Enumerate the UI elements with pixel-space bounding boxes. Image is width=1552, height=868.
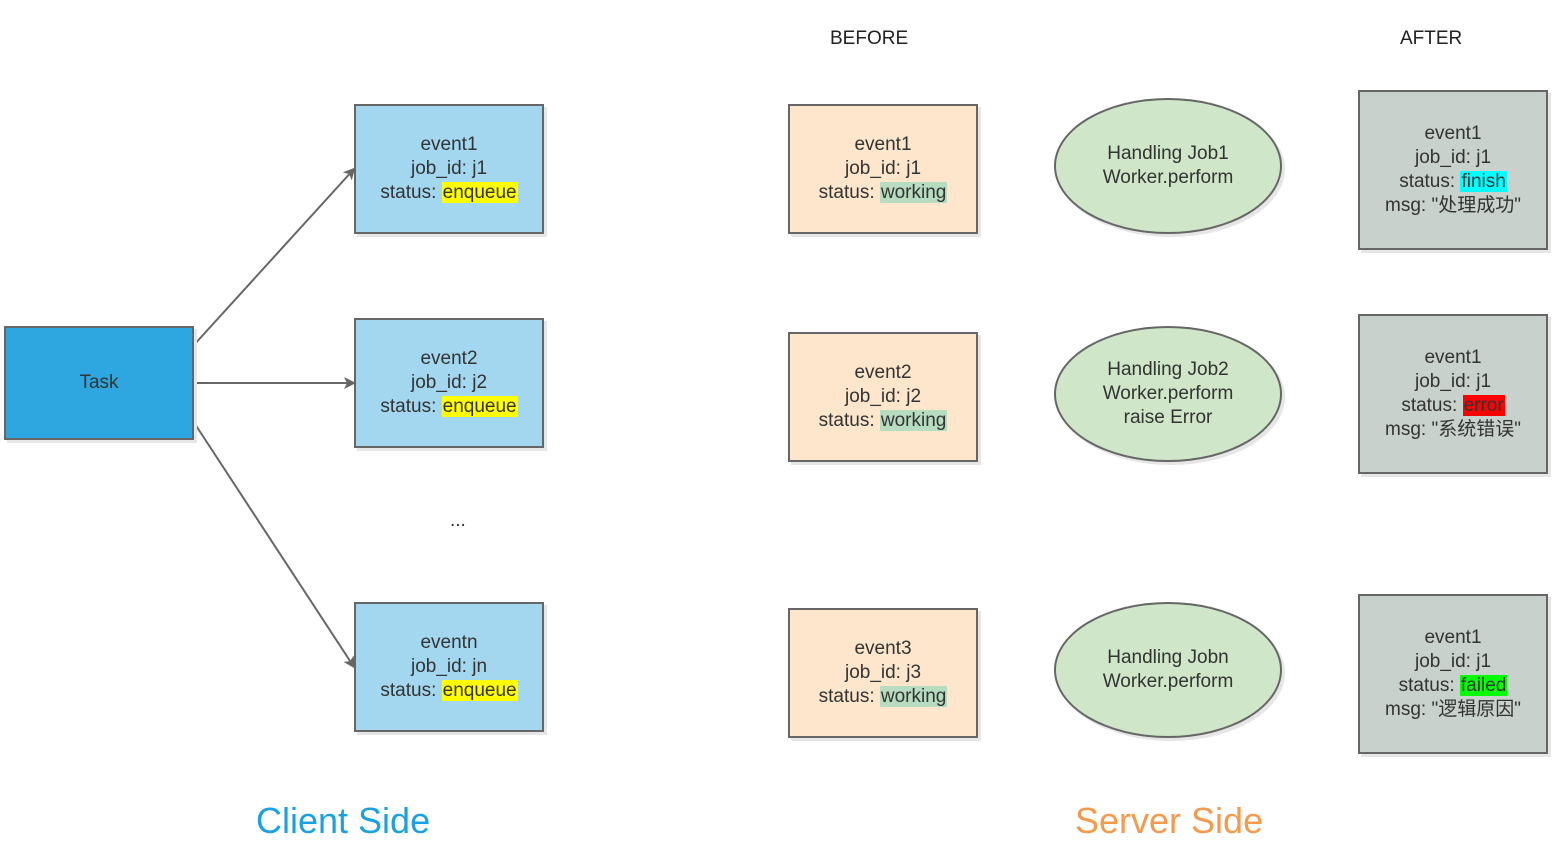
worker-line: Handling Jobn (1107, 647, 1229, 668)
worker-line: raise Error (1123, 407, 1213, 428)
status-label: status: (818, 410, 880, 431)
server-side-label: Server Side (1075, 800, 1264, 841)
event-status-line: status: working (819, 409, 948, 433)
task-label: Task (79, 372, 119, 393)
status-label: status: (380, 182, 442, 203)
worker-node[interactable]: Handling Job1 Worker.perform (1054, 98, 1282, 234)
arrow-task-to-eventn (192, 420, 356, 669)
status-badge: failed (1459, 675, 1508, 696)
worker-node[interactable]: Handling Jobn Worker.perform (1054, 602, 1282, 738)
event-job-id: job_id: j1 (410, 158, 488, 179)
client-event-node[interactable]: event2 job_id: j2 status: enqueue (354, 318, 544, 448)
event-name: event1 (854, 134, 912, 155)
client-event-node[interactable]: eventn job_id: jn status: enqueue (354, 602, 544, 732)
status-label: status: (818, 182, 880, 203)
status-badge: enqueue (441, 396, 518, 417)
before-event-node[interactable]: event1 job_id: j1 status: working (788, 104, 978, 234)
event-msg: msg: "逻辑原因" (1385, 699, 1521, 720)
event-name: event3 (854, 638, 912, 659)
status-label: status: (380, 680, 442, 701)
event-msg: msg: "系统错误" (1385, 419, 1521, 440)
event-job-id: job_id: j3 (844, 662, 922, 683)
status-label: status: (818, 686, 880, 707)
after-event-node[interactable]: event1 job_id: j1 status: finish msg: "处… (1358, 90, 1548, 250)
event-status-line: status: enqueue (380, 679, 518, 703)
event-job-id: job_id: j2 (410, 372, 488, 393)
status-badge: error (1462, 395, 1505, 416)
after-event-node[interactable]: event1 job_id: j1 status: error msg: "系统… (1358, 314, 1548, 474)
event-name: eventn (420, 632, 478, 653)
event-status-line: status: finish (1399, 170, 1507, 194)
worker-line: Handling Job2 (1107, 359, 1229, 380)
worker-line: Worker.perform (1102, 383, 1234, 404)
worker-line: Worker.perform (1102, 671, 1234, 692)
status-label: status: (1398, 675, 1460, 696)
event-job-id: job_id: j1 (1414, 147, 1492, 168)
client-side-label: Client Side (256, 800, 431, 841)
after-header: AFTER (1400, 28, 1463, 49)
status-label: status: (1401, 395, 1463, 416)
event-msg: msg: "处理成功" (1385, 195, 1521, 216)
event-job-id: job_id: j1 (844, 158, 922, 179)
status-badge: enqueue (441, 182, 518, 203)
before-header: BEFORE (830, 28, 909, 49)
event-status-line: status: enqueue (380, 395, 518, 419)
ellipsis-text: ... (450, 510, 466, 531)
after-event-node[interactable]: event1 job_id: j1 status: failed msg: "逻… (1358, 594, 1548, 754)
event-status-line: status: working (819, 685, 948, 709)
event-status-line: status: enqueue (380, 181, 518, 205)
event-name: event2 (854, 362, 912, 383)
status-label: status: (1399, 171, 1461, 192)
task-node[interactable]: Task (4, 326, 194, 440)
status-badge: working (879, 182, 948, 203)
client-event-node[interactable]: event1 job_id: j1 status: enqueue (354, 104, 544, 234)
event-name: event2 (420, 348, 478, 369)
status-label: status: (380, 396, 442, 417)
event-status-line: status: failed (1399, 674, 1508, 698)
event-status-line: status: working (819, 181, 948, 205)
arrow-task-to-event1 (192, 167, 356, 347)
event-name: event1 (1424, 347, 1482, 368)
event-job-id: job_id: j1 (1414, 651, 1492, 672)
worker-node[interactable]: Handling Job2 Worker.perform raise Error (1054, 326, 1282, 462)
before-event-node[interactable]: event3 job_id: j3 status: working (788, 608, 978, 738)
worker-line: Handling Job1 (1107, 143, 1229, 164)
status-badge: working (879, 410, 948, 431)
event-name: event1 (1424, 627, 1482, 648)
status-badge: enqueue (441, 680, 518, 701)
before-event-node[interactable]: event2 job_id: j2 status: working (788, 332, 978, 462)
status-badge: working (879, 686, 948, 707)
event-status-line: status: error (1401, 394, 1505, 418)
event-job-id: job_id: j2 (844, 386, 922, 407)
event-name: event1 (420, 134, 478, 155)
worker-line: Worker.perform (1102, 167, 1234, 188)
status-badge: finish (1460, 171, 1507, 192)
event-name: event1 (1424, 123, 1482, 144)
event-job-id: job_id: jn (410, 656, 488, 677)
event-job-id: job_id: j1 (1414, 371, 1492, 392)
